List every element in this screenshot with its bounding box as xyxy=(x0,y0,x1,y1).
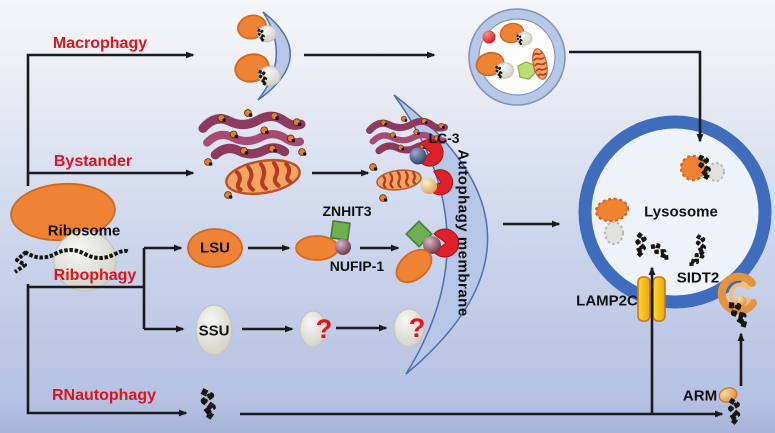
cargo-green-blob xyxy=(517,61,536,80)
receptor-sphere-blue xyxy=(409,147,427,165)
membrane-docked-complex xyxy=(395,220,460,284)
nufip1-label: NUFIP-1 xyxy=(329,258,385,274)
ribophagy-label: Ribophagy xyxy=(53,267,137,284)
macrophagy-label: Macrophagy xyxy=(52,35,148,52)
nufip1-sphere xyxy=(423,236,441,254)
cargo-red-sphere xyxy=(482,30,496,44)
lsu-small-oval xyxy=(395,248,433,284)
unknown-receptor-oval xyxy=(299,310,327,348)
ssu-oval xyxy=(195,304,233,356)
znhit3-label: ZNHIT3 xyxy=(322,203,372,219)
lsu-label: LSU xyxy=(200,239,230,257)
ribosome-label: Ribosome xyxy=(47,222,121,240)
free-ribosome xyxy=(235,12,276,41)
er-with-ribosomes xyxy=(203,110,301,155)
arm-particle xyxy=(718,387,743,424)
lsu-oval xyxy=(187,228,243,268)
rnautophagy-arrow xyxy=(26,284,188,417)
lamp2c-channel xyxy=(637,276,666,322)
free-rna xyxy=(198,391,217,419)
autophagy-membrane-label: Autophagy membrane xyxy=(454,149,472,317)
macrophagy-arrow xyxy=(26,51,195,186)
lysosome-label: Lysosome xyxy=(644,203,718,221)
lamp2c-label: LAMP2C xyxy=(576,292,638,310)
lsu-small-oval xyxy=(295,235,339,261)
lysosome xyxy=(578,115,772,309)
receptor-sphere-cream xyxy=(421,178,437,194)
unknown-receptor-oval xyxy=(393,308,425,348)
mitochondrion xyxy=(374,166,424,194)
degrading-ribosome xyxy=(679,156,725,182)
phagophore-membrane xyxy=(257,11,291,101)
autophagosome xyxy=(468,8,566,106)
nufip-complex xyxy=(295,220,351,261)
bystander-label: Bystander xyxy=(53,153,133,170)
ribosome xyxy=(10,182,131,292)
autophagosome-to-lysosome-arrow xyxy=(569,50,704,143)
pathway-arrows xyxy=(26,50,745,418)
lc3-label: LC-3 xyxy=(428,130,460,146)
arm-label: ARM xyxy=(682,387,718,405)
nufip1-sphere xyxy=(335,239,351,255)
free-ribosome xyxy=(232,51,280,86)
rnautophagy-label: RNautophagy xyxy=(52,387,156,404)
unknown-receptor-mark: ? xyxy=(408,312,426,343)
degrading-ssu xyxy=(604,221,624,245)
degrading-lsu xyxy=(594,197,630,223)
mitochondrion xyxy=(221,153,305,201)
sidt2-label: SIDT2 xyxy=(676,269,720,287)
unknown-receptor-mark: ? xyxy=(315,313,333,344)
ssu-label: SSU xyxy=(198,322,230,340)
znhit3-square xyxy=(329,220,351,242)
sidt2-transporter xyxy=(717,272,757,315)
